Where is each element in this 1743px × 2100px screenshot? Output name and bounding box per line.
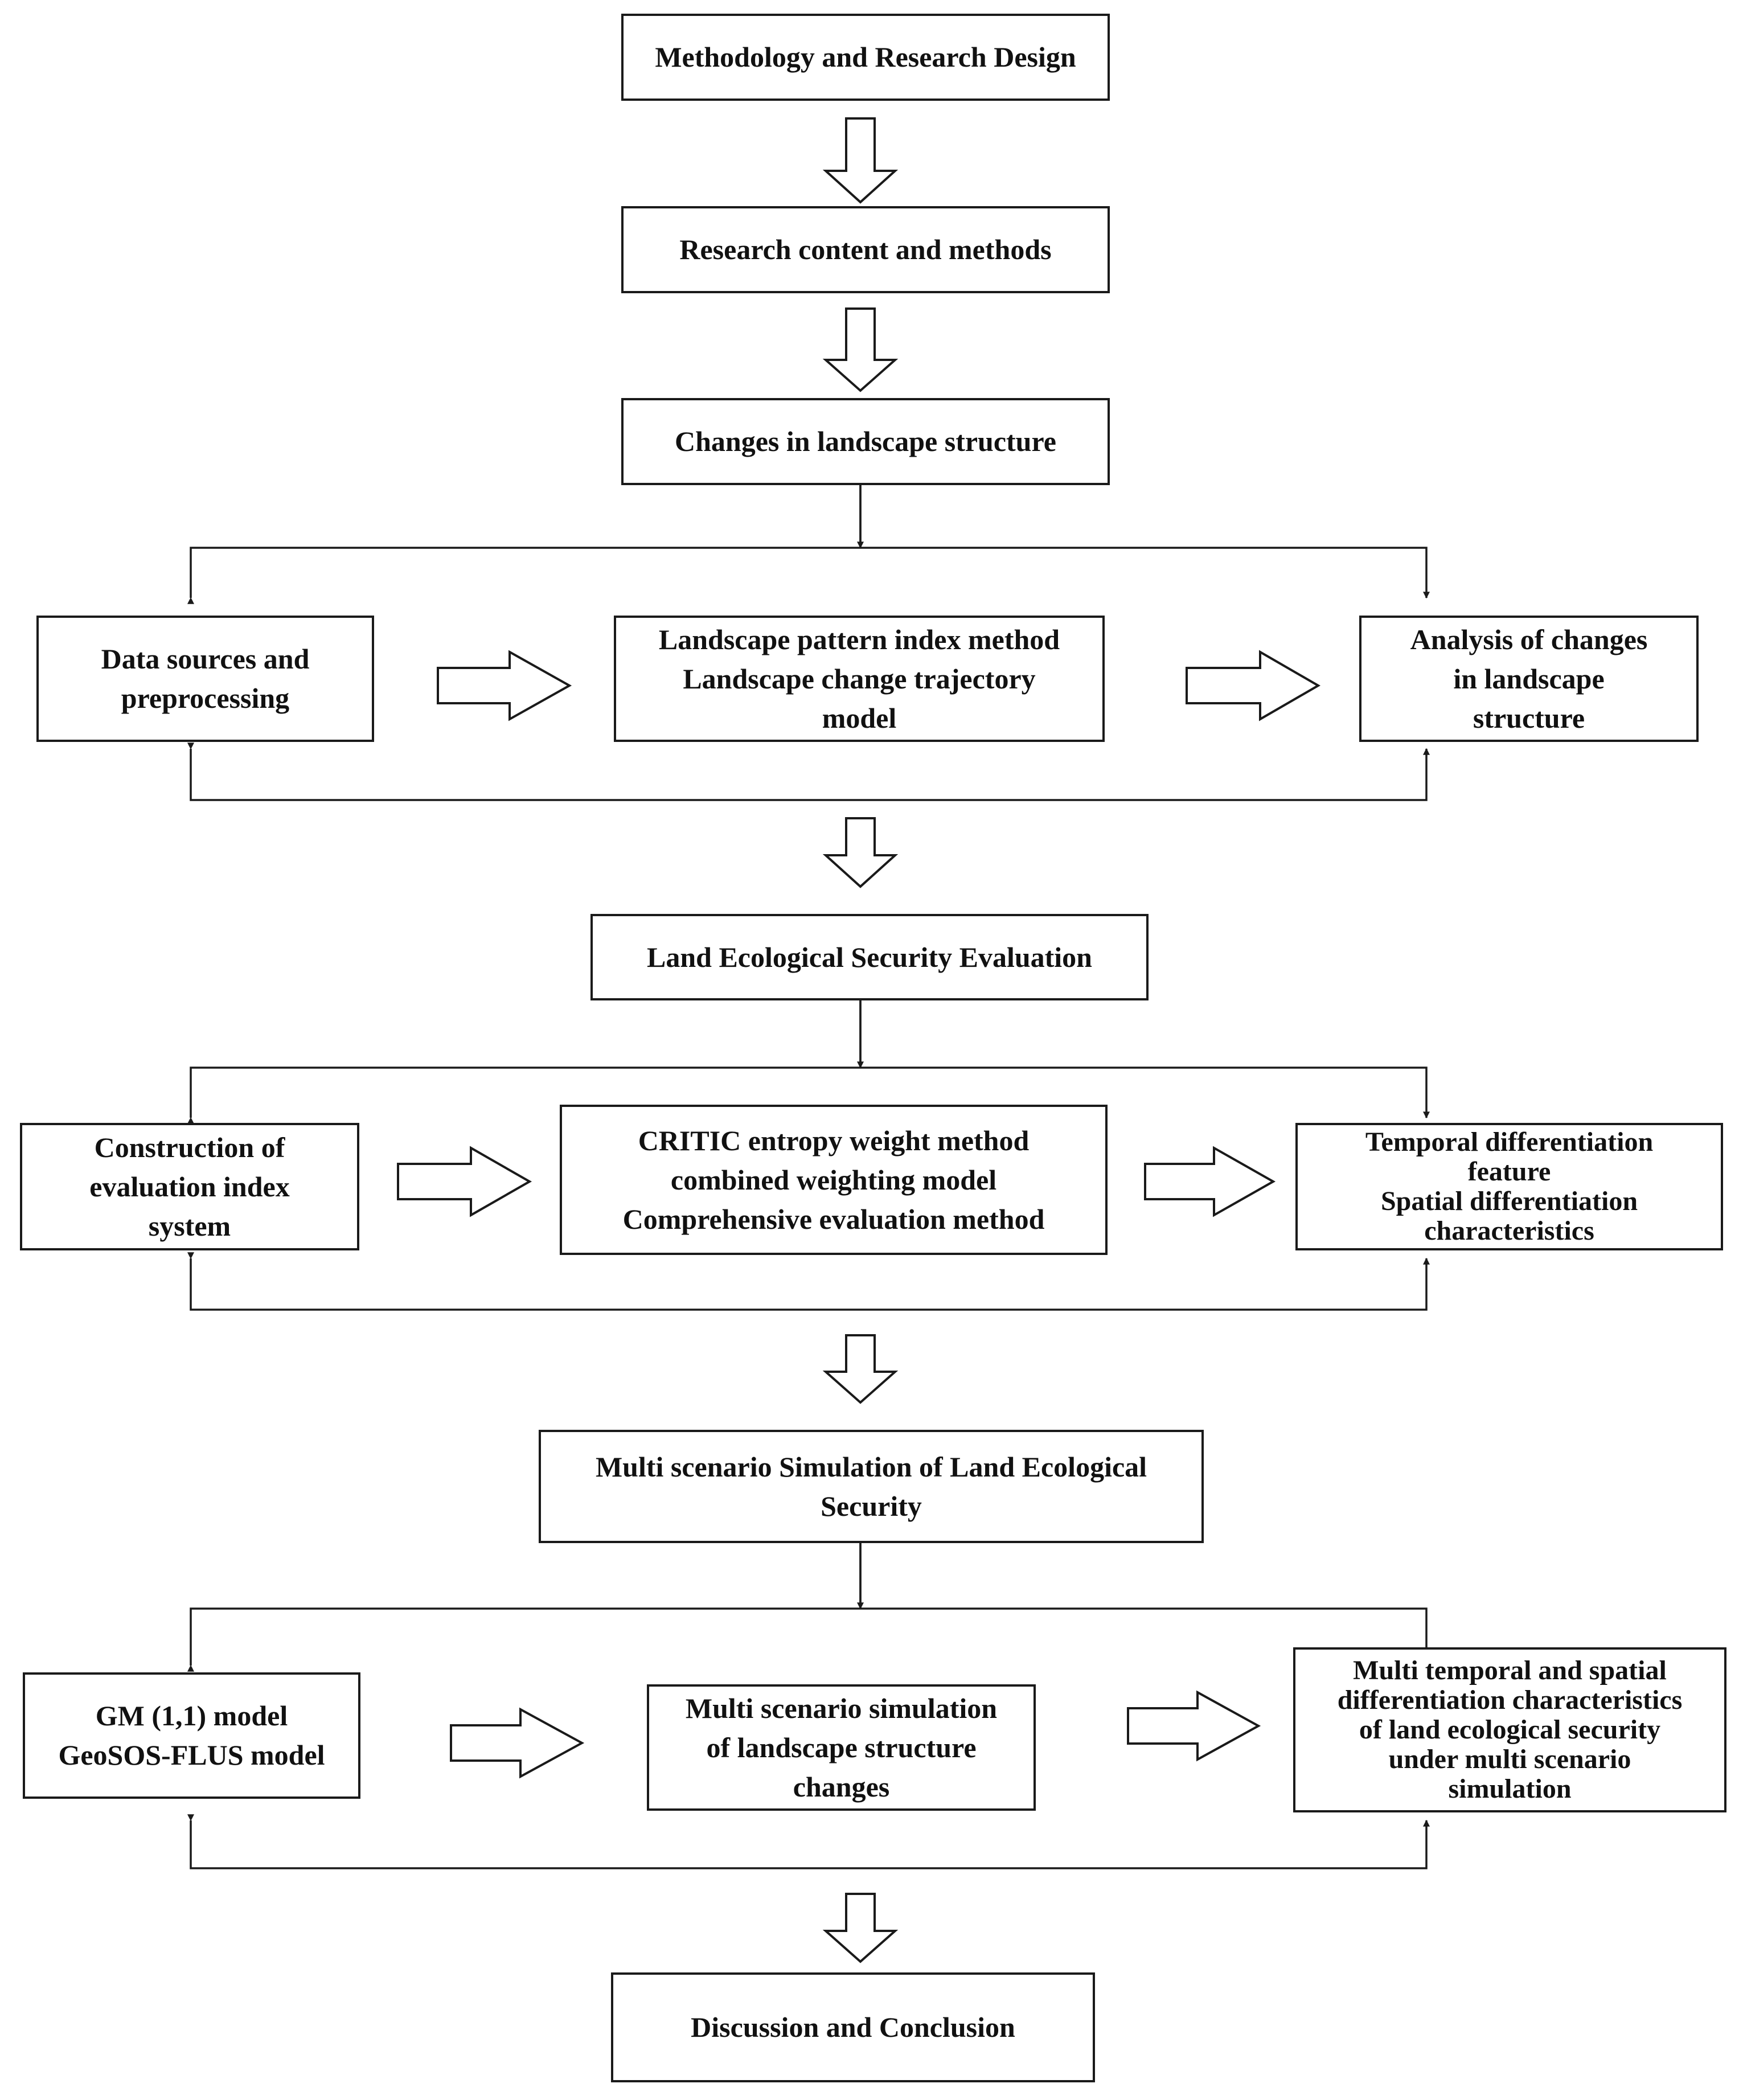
hollow-down-arrow-4 <box>822 1334 899 1404</box>
step-ecological-evaluation: Land Ecological Security Evaluation <box>590 914 1149 1000</box>
box-structure-simulation-line: Multi scenario simulation <box>685 1692 998 1724</box>
box-landscape-pattern-methods-line: model <box>822 702 897 734</box>
split-connector-evaluation-bar <box>187 1067 1430 1124</box>
box-spatiotemporal-characteristics-line: of land ecological security <box>1359 1715 1661 1745</box>
box-critic-weighting-methods-line: combined weighting model <box>670 1163 997 1196</box>
box-landscape-change-analysis-line: in landscape <box>1453 662 1605 695</box>
box-prediction-models-line: GM (1,1) model <box>95 1700 288 1732</box>
box-landscape-change-analysis-line: Analysis of changes <box>1410 623 1648 655</box>
box-index-system-line: Construction of <box>94 1131 285 1163</box>
box-data-sources: Data sources and preprocessing <box>36 616 374 742</box>
box-data-sources-line: preprocessing <box>121 682 290 714</box>
box-landscape-change-analysis-line: structure <box>1473 702 1585 734</box>
step-ecological-evaluation-label: Land Ecological Security Evaluation <box>646 941 1092 973</box>
hollow-right-arrow-2 <box>1186 650 1320 721</box>
step-research-content: Research content and methods <box>621 206 1110 293</box>
hollow-right-arrow-4 <box>1144 1146 1276 1217</box>
box-prediction-models: GM (1,1) model GeoSOS-FLUS model <box>23 1672 360 1799</box>
box-spatiotemporal-characteristics-line: under multi scenario <box>1388 1744 1631 1774</box>
step-landscape-changes: Changes in landscape structure <box>621 398 1110 485</box>
feedback-connector-evaluation <box>187 1252 1430 1311</box>
box-differentiation-characteristics-line: Spatial differentiation <box>1380 1186 1638 1216</box>
hollow-right-arrow-5 <box>450 1707 585 1779</box>
box-critic-weighting-methods-line: Comprehensive evaluation method <box>622 1203 1045 1235</box>
box-prediction-models-line: GeoSOS-FLUS model <box>58 1739 325 1771</box>
box-index-system-line: evaluation index <box>89 1170 290 1203</box>
step-methodology-design: Methodology and Research Design <box>621 14 1110 101</box>
step-discussion-conclusion: Discussion and Conclusion <box>611 1972 1095 2082</box>
box-landscape-pattern-methods-line: Landscape pattern index method <box>658 623 1060 655</box>
box-structure-simulation: Multi scenario simulation of landscape s… <box>647 1684 1036 1811</box>
box-index-system: Construction of evaluation index system <box>20 1123 359 1250</box>
box-landscape-pattern-methods: Landscape pattern index method Landscape… <box>614 616 1105 742</box>
box-spatiotemporal-characteristics-line: differentiation characteristics <box>1337 1685 1683 1716</box>
box-critic-weighting-methods: CRITIC entropy weight method combined we… <box>560 1105 1108 1255</box>
box-differentiation-characteristics-line: Temporal differentiation <box>1365 1127 1654 1158</box>
box-spatiotemporal-characteristics-line: simulation <box>1448 1773 1572 1804</box>
box-spatiotemporal-characteristics-line: Multi temporal and spatial <box>1353 1655 1667 1686</box>
step-research-content-label: Research content and methods <box>679 233 1052 265</box>
box-differentiation-characteristics-line: feature <box>1467 1156 1551 1187</box>
box-data-sources-line: Data sources and <box>101 643 310 675</box>
box-landscape-pattern-methods-line: Landscape change trajectory <box>683 662 1036 695</box>
hollow-right-arrow-3 <box>397 1146 532 1217</box>
step-methodology-design-label: Methodology and Research Design <box>655 41 1076 73</box>
box-critic-weighting-methods-line: CRITIC entropy weight method <box>638 1124 1030 1156</box>
feedback-connector-simulation <box>187 1814 1430 1869</box>
box-differentiation-characteristics-line: characteristics <box>1424 1215 1594 1246</box>
step-scenario-simulation: Multi scenario Simulation of Land Ecolog… <box>539 1430 1204 1543</box>
box-differentiation-characteristics: Temporal differentiation feature Spatial… <box>1295 1123 1723 1250</box>
hollow-down-arrow-1 <box>822 117 899 204</box>
box-index-system-line: system <box>148 1209 231 1242</box>
box-structure-simulation-line: changes <box>793 1770 890 1803</box>
hollow-down-arrow-2 <box>822 307 899 392</box>
step-discussion-conclusion-label: Discussion and Conclusion <box>691 2011 1015 2043</box>
box-spatiotemporal-characteristics: Multi temporal and spatial differentiati… <box>1293 1647 1726 1812</box>
hollow-down-arrow-5 <box>822 1893 899 1963</box>
hollow-right-arrow-1 <box>437 650 572 721</box>
box-landscape-change-analysis: Analysis of changes in landscape structu… <box>1359 616 1699 742</box>
split-connector-landscape-bar <box>187 547 1430 604</box>
step-landscape-changes-label: Changes in landscape structure <box>675 425 1056 457</box>
step-scenario-simulation-label-2: Security <box>821 1490 922 1522</box>
hollow-right-arrow-6 <box>1127 1690 1261 1762</box>
step-scenario-simulation-label-1: Multi scenario Simulation of Land Ecolog… <box>595 1450 1147 1483</box>
box-structure-simulation-line: of landscape structure <box>706 1731 977 1763</box>
feedback-connector-landscape <box>187 743 1430 801</box>
split-connector-simulation-bar <box>187 1607 1430 1672</box>
hollow-down-arrow-3 <box>822 817 899 888</box>
